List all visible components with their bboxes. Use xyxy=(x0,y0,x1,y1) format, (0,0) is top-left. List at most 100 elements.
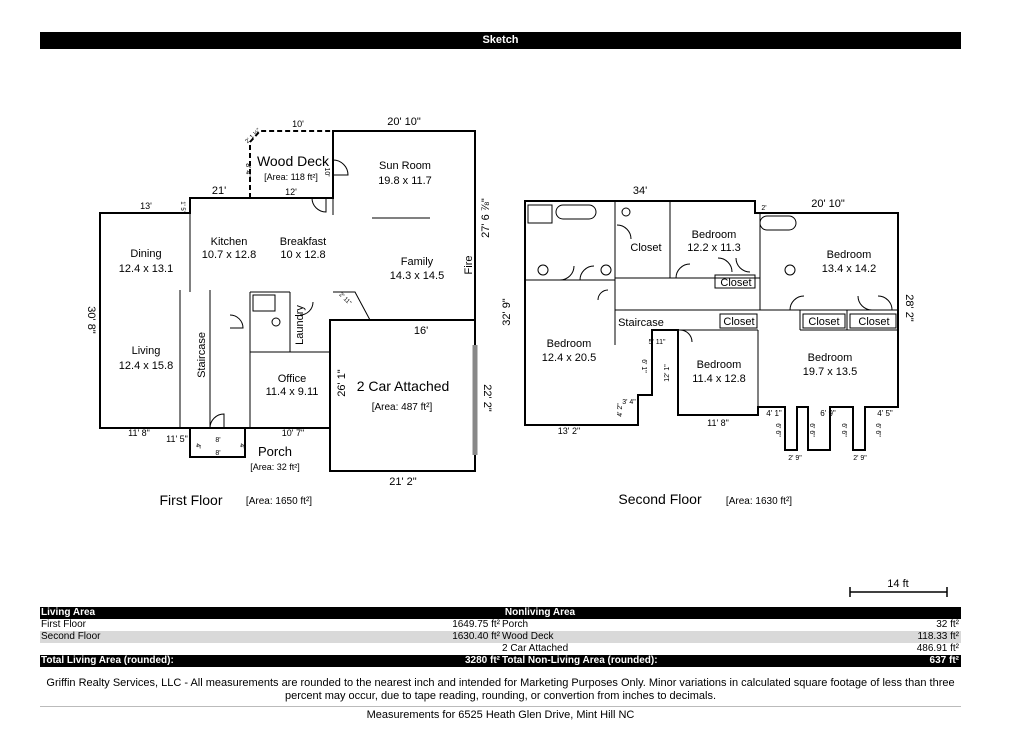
room-family: Family xyxy=(401,256,434,268)
dim-bottom-left2: 11' 5" xyxy=(166,434,188,444)
dim-2f-top-right: 20' 10" xyxy=(811,198,845,210)
dim-2f-bottom-left: 13' 2" xyxy=(558,426,580,436)
porch-area: [Area: 32 ft²] xyxy=(250,462,300,472)
dim-bv3: 6' 6" xyxy=(840,423,847,437)
footer-address: Measurements for 6525 Heath Glen Drive, … xyxy=(366,709,635,721)
wood-deck-outline xyxy=(249,130,333,198)
laundry-label: Laundry xyxy=(294,305,306,345)
closet-3: Closet xyxy=(723,316,754,328)
dim-bb1: 2' 9" xyxy=(788,455,802,462)
row-label: Second Floor xyxy=(41,631,101,642)
row-label: Porch xyxy=(502,619,529,630)
room-breakfast: Breakfast xyxy=(280,236,326,248)
dim-garage-bottom: 21' 2" xyxy=(389,476,417,488)
disclaimer: Griffin Realty Services, LLC - All measu… xyxy=(46,677,955,702)
room-bedroom-3: Bedroom xyxy=(547,338,592,350)
garage-area: [Area: 487 ft²] xyxy=(372,402,433,413)
fire-label: Fire xyxy=(463,256,475,275)
table-row: Second Floor 1630.40 ft² Wood Deck 118.3… xyxy=(40,631,961,643)
closet-4: Closet xyxy=(808,316,839,328)
room-bedroom-1-size: 12.2 x 11.3 xyxy=(687,242,741,254)
dim-2f-left: 32' 9" xyxy=(501,298,513,326)
dim-office-bottom: 10' 7" xyxy=(282,428,304,438)
dim-2f-right: 28' 2" xyxy=(903,294,915,322)
wood-deck-label: Wood Deck xyxy=(257,153,330,169)
dim-bv1: 6' 6" xyxy=(774,423,781,437)
row-value: 1649.75 ft² xyxy=(452,619,500,630)
living-area-header: Living Area xyxy=(41,607,96,618)
dim-right-side: 27' 6 ⅞" xyxy=(480,198,492,238)
dim-bv2: 6' 6" xyxy=(808,423,815,437)
room-living: Living xyxy=(132,345,161,357)
first-floor-main-outline xyxy=(99,130,476,429)
area-summary-table: Living Area Nonliving Area First Floor 1… xyxy=(40,607,961,667)
scale-label: 14 ft xyxy=(887,578,908,590)
porch-outline xyxy=(189,428,246,458)
title-bar: Sketch xyxy=(40,32,961,49)
dim-garage-right: 22' 2" xyxy=(481,384,493,412)
table-row: 2 Car Attached 486.91 ft² xyxy=(40,643,961,655)
room-kitchen-size: 10.7 x 12.8 xyxy=(202,249,256,261)
row-label: Wood Deck xyxy=(502,631,554,642)
porch-label: Porch xyxy=(258,444,292,459)
room-sun-room-size: 19.8 x 11.7 xyxy=(378,175,432,187)
dim-bb2: 2' 9" xyxy=(853,455,867,462)
dim-porch-4b: 4' xyxy=(238,443,245,448)
second-floor-outline xyxy=(524,200,899,451)
footer-divider xyxy=(40,706,961,707)
dim-stair-b: 4' 2" xyxy=(617,403,624,417)
room-kitchen: Kitchen xyxy=(211,236,248,248)
wood-deck-area: [Area: 118 ft²] xyxy=(264,172,318,182)
dim-bottom-left: 11' 8" xyxy=(128,428,150,438)
room-dining-size: 12.4 x 13.1 xyxy=(119,263,173,275)
dim-small-left: 1' 5" xyxy=(179,201,185,213)
room-sun-room: Sun Room xyxy=(379,160,431,172)
closet-5: Closet xyxy=(858,316,889,328)
closet-2: Closet xyxy=(720,277,751,289)
room-bedroom-5: Bedroom xyxy=(808,352,853,364)
dim-garage-left: 26' 1" xyxy=(336,369,348,397)
total-nonliving-value: 637 ft² xyxy=(929,655,959,666)
second-floor-label: Second Floor xyxy=(618,491,702,507)
room-bedroom-2: Bedroom xyxy=(827,249,872,261)
dim-bed4-bottom: 11' 8" xyxy=(707,418,729,428)
room-bedroom-4: Bedroom xyxy=(697,359,742,371)
room-bedroom-4-size: 11.4 x 12.8 xyxy=(692,373,746,385)
total-living-value: 3280 ft² xyxy=(464,655,500,666)
dim-stair-w: 5' 11" xyxy=(649,339,666,346)
dim-porch-8a: 8' xyxy=(215,437,220,444)
room-bedroom-1: Bedroom xyxy=(692,229,737,241)
total-living-label: Total Living Area (rounded): xyxy=(41,655,174,666)
dim-stair-h: 12' 1" xyxy=(664,364,671,382)
room-bedroom-3-size: 12.4 x 20.5 xyxy=(542,352,596,364)
dim-deck-right: 10' xyxy=(323,167,330,176)
dim-bump: 16' xyxy=(414,325,428,337)
dim-b2: 6' 9" xyxy=(820,409,836,418)
dim-left-side: 30' 8" xyxy=(85,306,97,334)
second-floor-area: [Area: 1630 ft²] xyxy=(726,496,792,507)
first-floor-area: [Area: 1650 ft²] xyxy=(246,496,312,507)
dim-b1: 4' 1" xyxy=(766,409,782,418)
dim-dining-top: 13' xyxy=(140,201,152,211)
row-value: 1630.40 ft² xyxy=(452,631,500,642)
dim-b2a: 2' xyxy=(761,205,766,212)
summary-header-row: Living Area Nonliving Area xyxy=(40,607,961,619)
second-staircase-label: Staircase xyxy=(618,317,664,329)
row-value: 118.33 ft² xyxy=(917,631,959,642)
scale-bar: 14 ft xyxy=(849,578,948,597)
room-breakfast-size: 10 x 12.8 xyxy=(280,249,325,261)
row-value: 32 ft² xyxy=(936,619,959,630)
garage-outline xyxy=(329,319,476,472)
dim-diag: 2' 11" xyxy=(337,292,352,307)
dim-stair-a: 3' 4" xyxy=(622,399,636,406)
dim-deck-bottom: 12' xyxy=(285,187,297,197)
dim-deck-side: 8' 4" xyxy=(244,163,251,177)
floor-plan: Dining 12.4 x 13.1 Kitchen 10.7 x 12.8 B… xyxy=(85,116,948,597)
room-dining: Dining xyxy=(130,248,161,260)
total-nonliving-label: Total Non-Living Area (rounded): xyxy=(502,655,658,666)
nonliving-area-header: Nonliving Area xyxy=(504,607,576,618)
dim-stair-d: 6' 1" xyxy=(640,359,647,373)
row-label: 2 Car Attached xyxy=(502,643,569,654)
room-bedroom-2-size: 13.4 x 14.2 xyxy=(822,263,876,275)
dim-deck-diag: 2' 1 ⅛" xyxy=(245,128,262,145)
